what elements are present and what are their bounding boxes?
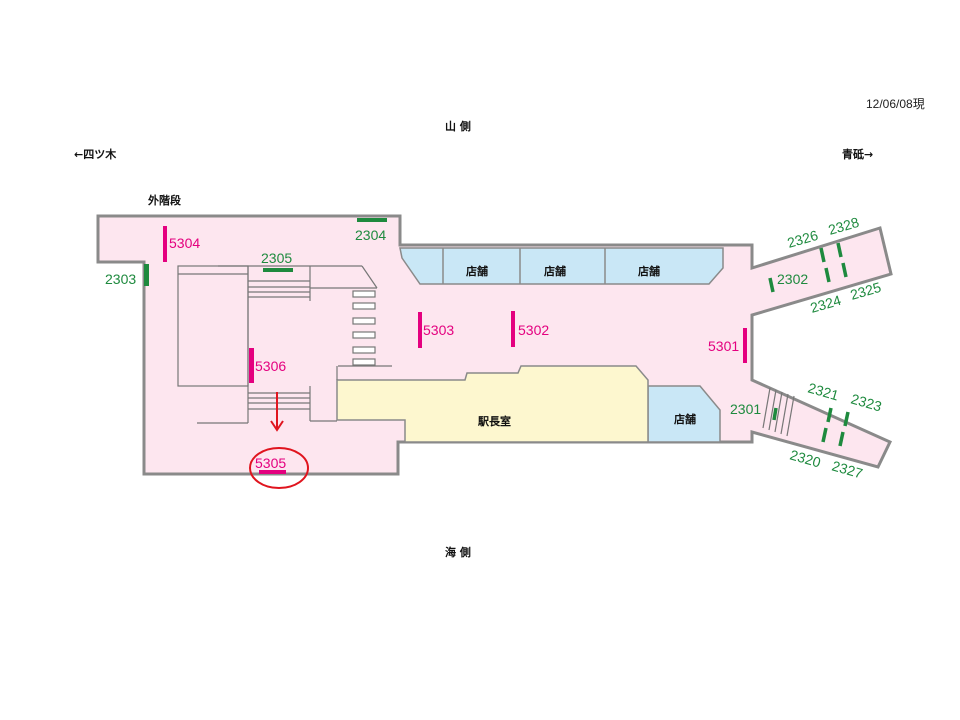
marker-2304-bar bbox=[357, 218, 387, 222]
marker-2324: 2323 bbox=[849, 391, 884, 415]
marker-2305: 2305 bbox=[261, 250, 292, 266]
mountain-side-label: 山 側 bbox=[445, 119, 471, 133]
shop-label: 店舗 bbox=[638, 264, 660, 278]
marker-5304: 5304 bbox=[169, 235, 200, 251]
station-master-office bbox=[336, 365, 649, 443]
marker-5302-bar bbox=[511, 311, 515, 347]
shop-label: 店舗 bbox=[674, 412, 696, 426]
marker-2305-bar bbox=[263, 268, 293, 272]
marker-5306: 5306 bbox=[255, 358, 286, 374]
marker-5304-bar bbox=[163, 226, 167, 262]
marker-2302: 2302 bbox=[777, 271, 808, 287]
marker-2301: 2301 bbox=[730, 401, 761, 417]
marker-5305-bar bbox=[259, 470, 286, 474]
marker-5305: 5305 bbox=[255, 455, 286, 471]
marker-2304: 2304 bbox=[355, 227, 386, 243]
marker-5301-bar bbox=[743, 328, 747, 363]
sea-side-label: 海 側 bbox=[445, 545, 471, 559]
shop-label: 店舗 bbox=[466, 264, 488, 278]
highlight-circle bbox=[249, 447, 309, 489]
marker-5303-bar bbox=[418, 312, 422, 348]
date-label: 12/06/08現 bbox=[866, 97, 925, 111]
shop-label: 店舗 bbox=[544, 264, 566, 278]
station-master-label: 駅長室 bbox=[477, 414, 511, 428]
marker-5306-bar bbox=[249, 348, 254, 383]
outer-stairs-label: 外階段 bbox=[147, 193, 181, 207]
marker-2323: 2321 bbox=[806, 380, 841, 404]
marker-5303: 5303 bbox=[423, 322, 454, 338]
east-direction-label: 青砥→ bbox=[842, 147, 873, 161]
shop-area-top bbox=[399, 247, 724, 285]
marker-2303: 2303 bbox=[105, 271, 136, 287]
west-direction-label: ←四ツ木 bbox=[74, 147, 117, 161]
central-stairs bbox=[177, 265, 795, 437]
marker-2303-bar bbox=[144, 264, 149, 286]
marker-5301: 5301 bbox=[708, 338, 739, 354]
marker-5302: 5302 bbox=[518, 322, 549, 338]
